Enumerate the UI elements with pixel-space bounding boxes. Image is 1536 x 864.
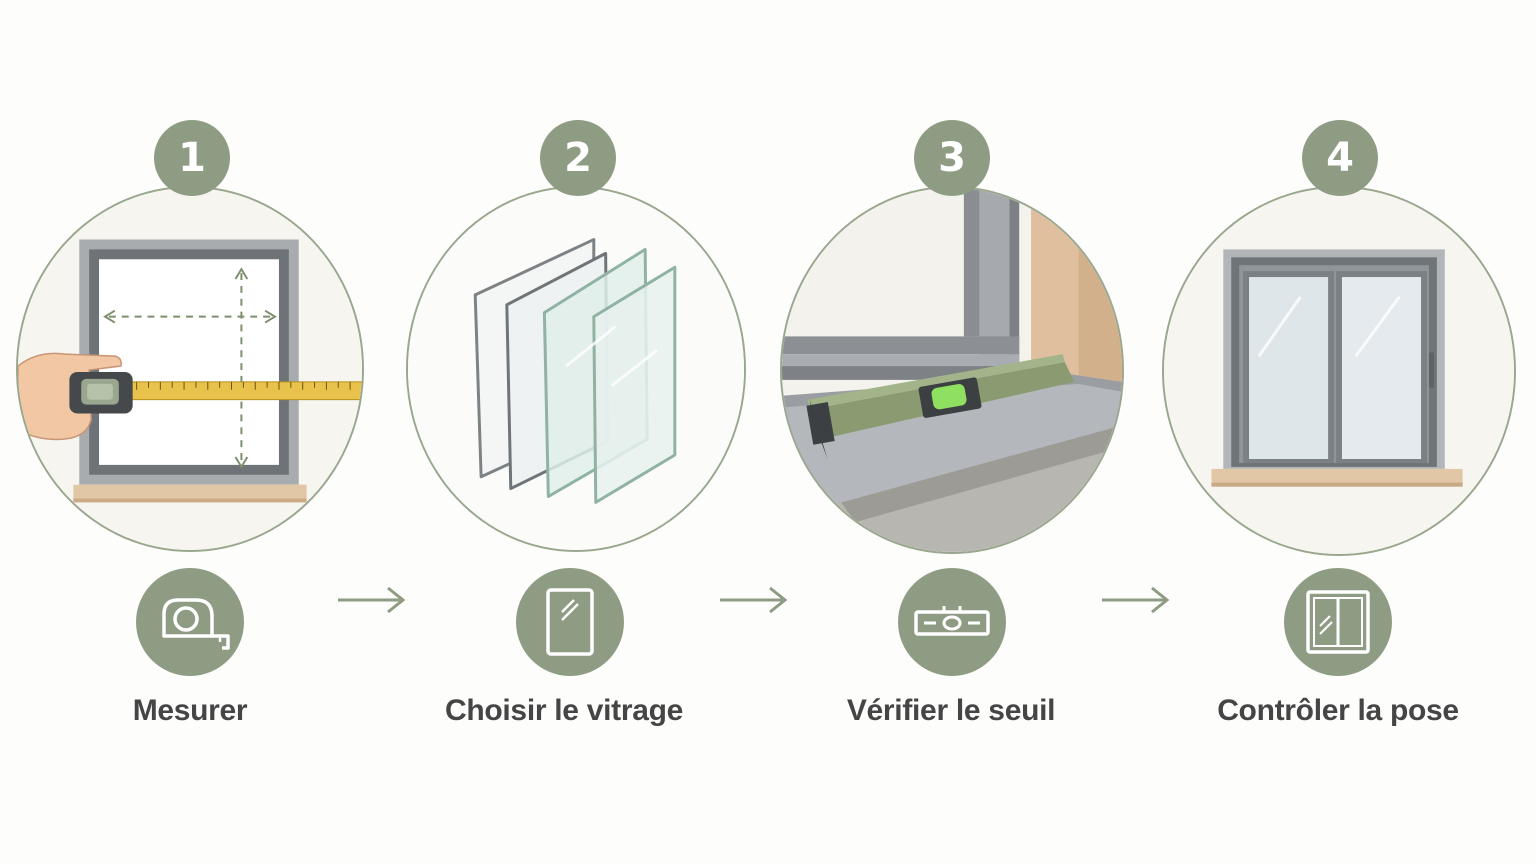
arrow-right-icon	[720, 586, 788, 614]
glass-panes-illustration	[408, 188, 744, 550]
step-2-illustration	[406, 186, 746, 552]
glass-pane-icon	[516, 568, 624, 676]
step-2-label: Choisir le vitrage	[444, 694, 683, 727]
step-4-label: Contrôler la pose	[1217, 694, 1459, 727]
step-3-label: Vérifier le seuil	[846, 694, 1056, 727]
step-3-number-badge: 3	[914, 120, 990, 196]
measuring-window-illustration	[18, 188, 362, 550]
step-1-number-badge: 1	[154, 120, 230, 196]
installed-window-illustration	[1164, 188, 1514, 554]
level-on-sill-illustration	[782, 188, 1122, 552]
spirit-level-icon	[898, 568, 1006, 676]
step-1-label: Mesurer	[132, 694, 248, 727]
window-frame-icon	[1284, 568, 1392, 676]
tape-measure-icon	[136, 568, 244, 676]
step-4-illustration	[1162, 186, 1516, 556]
step-2-number-badge: 2	[540, 120, 616, 196]
arrow-right-icon	[1102, 586, 1170, 614]
step-3-illustration	[780, 186, 1124, 554]
arrow-right-icon	[338, 586, 406, 614]
step-4-number-badge: 4	[1302, 120, 1378, 196]
step-1-illustration	[16, 186, 364, 552]
